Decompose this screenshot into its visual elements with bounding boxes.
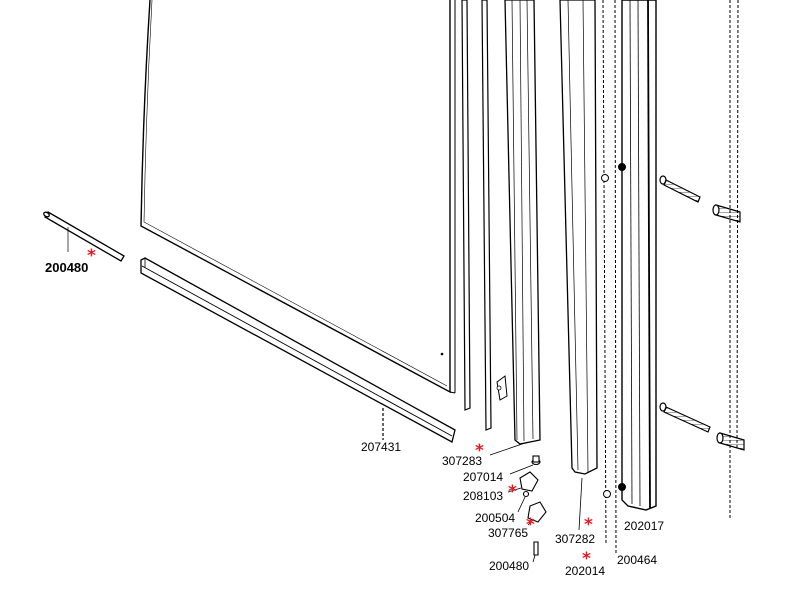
bottom-seal-207431: [140, 257, 456, 443]
part-labels: 200480 207431 307283 207014 208103 20050…: [45, 260, 664, 578]
label-200464: 200464: [617, 553, 657, 567]
star-208103: *: [508, 482, 517, 502]
screw-lower: [659, 402, 711, 433]
wall-plug-upper: [712, 204, 741, 223]
small-hardware: [519, 455, 547, 556]
label-307283: 307283: [442, 454, 482, 468]
star-307283: *: [475, 441, 484, 461]
alignment-lines: [602, 0, 739, 556]
label-202014: 202014: [565, 564, 605, 578]
label-207431: 207431: [361, 440, 401, 454]
hinge-profile: [496, 0, 541, 445]
label-307282: 307282: [555, 532, 595, 546]
leader-lines: [489, 442, 583, 563]
glass-door-panel: [140, 0, 456, 394]
label-202017: 202017: [624, 519, 664, 533]
pin-200480-top: [43, 211, 125, 262]
star-307282: *: [584, 515, 593, 535]
fixing-pins: [601, 163, 626, 498]
label-200504: 200504: [475, 511, 515, 525]
label-200480-bottom: 200480: [489, 559, 529, 573]
star-202014: *: [582, 549, 591, 569]
label-307765: 307765: [488, 526, 528, 540]
thin-seal-strips: [461, 0, 492, 431]
wall-channel-202017: [621, 0, 657, 511]
screw-upper: [659, 175, 701, 203]
label-207014: 207014: [463, 470, 503, 484]
label-200480-top: 200480: [45, 260, 88, 275]
wall-plug-lower: [716, 432, 745, 451]
label-208103: 208103: [463, 489, 503, 503]
modified-part-markers: * * * * * *: [87, 246, 593, 569]
star-200480-top: *: [87, 246, 96, 266]
wall-profile-307282: [559, 0, 598, 475]
star-307765: *: [526, 515, 535, 535]
